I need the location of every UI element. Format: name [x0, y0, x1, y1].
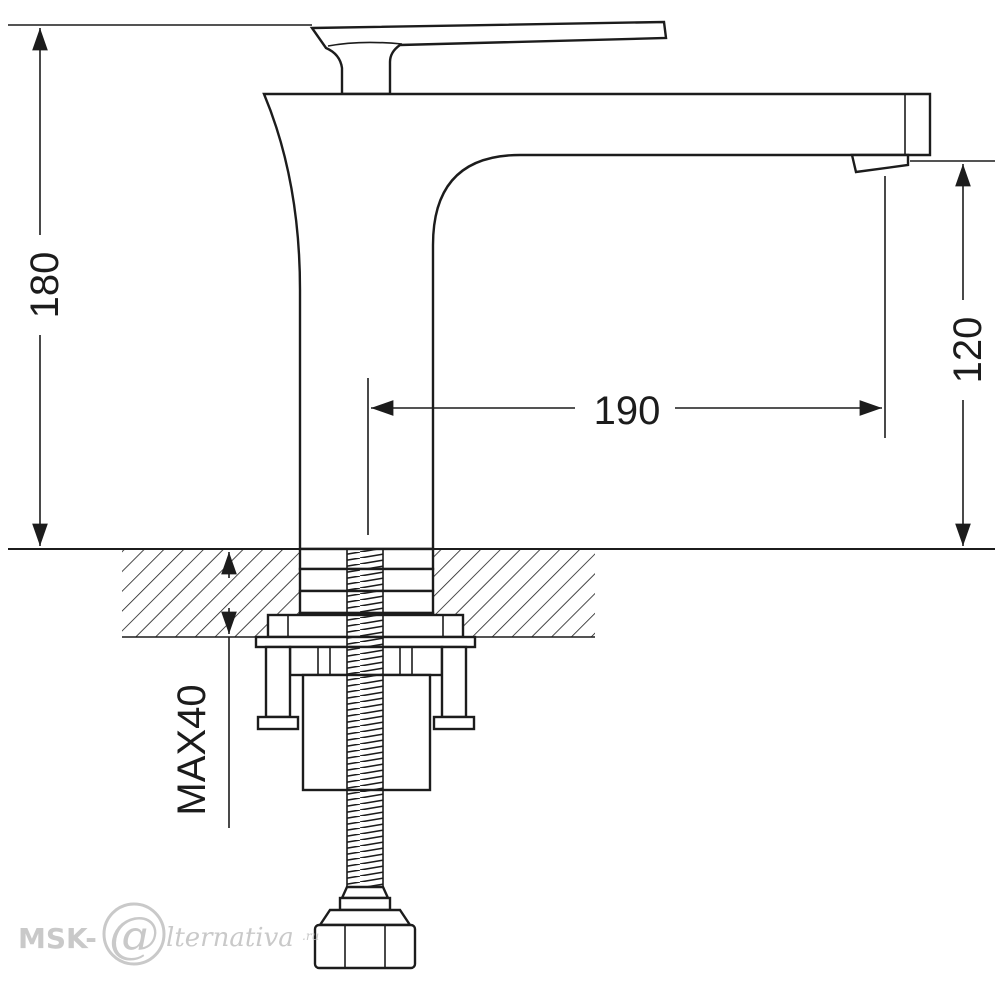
hose-connector: [313, 885, 417, 970]
threaded-stud: [346, 548, 384, 888]
dimension-spout-height: 120: [910, 160, 995, 546]
dimension-label-spout-height: 120: [946, 317, 990, 384]
watermark-suffix: lternativa: [166, 923, 294, 953]
dimension-label-spout-reach: 190: [594, 389, 661, 433]
watermark-at-symbol: @: [109, 906, 159, 964]
watermark-prefix: MSK-: [18, 922, 97, 955]
faucet-body: [262, 92, 932, 551]
dimension-spout-reach: 190: [367, 176, 886, 535]
lever-handle: [309, 20, 668, 96]
dimension-total-height: 180: [8, 24, 312, 546]
countertop-section: [122, 549, 595, 638]
watermark: MSK- @ lternativa .ru: [18, 902, 319, 966]
dimension-label-total-height: 180: [23, 252, 67, 319]
watermark-at-circle: [102, 902, 166, 966]
aerator: [850, 153, 910, 174]
watermark-domain: .ru: [302, 929, 319, 943]
dimension-max-thickness: MAX40: [170, 552, 237, 828]
dimension-label-max-thickness: MAX40: [170, 684, 214, 815]
